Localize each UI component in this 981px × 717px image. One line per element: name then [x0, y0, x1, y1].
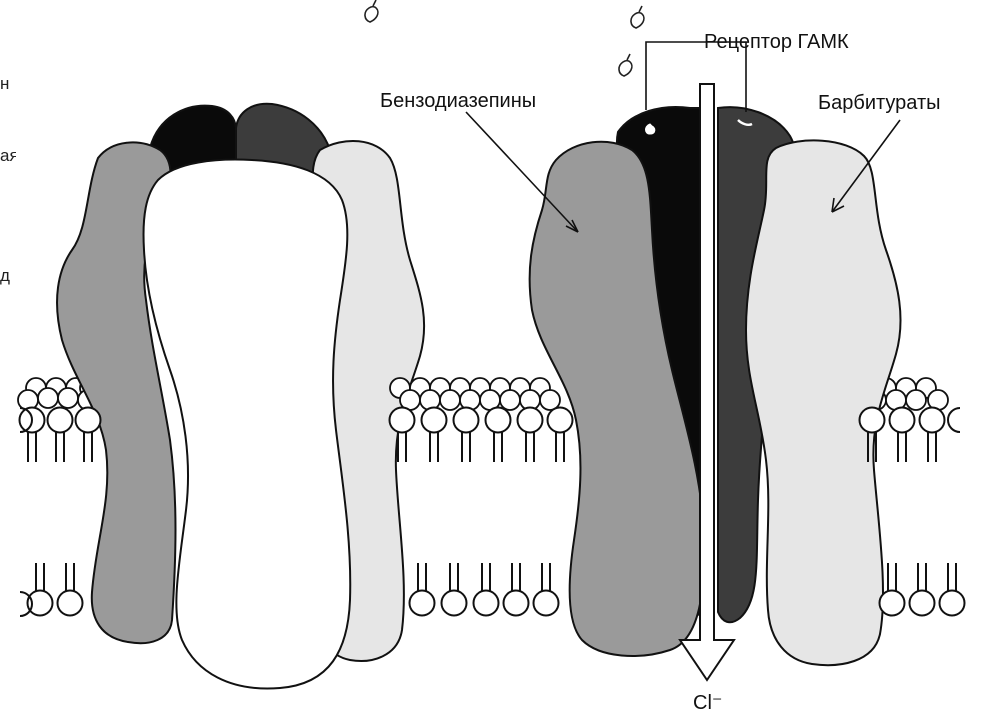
edge-line-1: н	[0, 72, 16, 96]
left-edge-text: н ая д	[0, 24, 16, 312]
right-edge-lipids	[948, 408, 960, 432]
middle-membrane	[390, 378, 573, 616]
gaba-receptor-label: Рецептор ГАМК	[704, 31, 849, 53]
left-edge-lipids	[20, 408, 32, 616]
barbiturates-label: Барбитураты	[818, 92, 941, 114]
right-lightgray-subunit	[746, 140, 901, 665]
right-membrane-bottom	[880, 563, 965, 616]
middle-membrane-bottom	[410, 563, 559, 616]
middle-membrane-top	[390, 408, 573, 463]
benzodiazepines-label: Бензодиазепины	[380, 90, 536, 112]
left-white-subunit	[144, 160, 351, 689]
middle-membrane-back	[390, 378, 560, 410]
left-membrane-bottom	[28, 563, 83, 616]
chloride-ion-label: Cl⁻	[693, 692, 722, 714]
left-receptor	[18, 104, 424, 689]
gaba-ligand-1	[365, 0, 378, 22]
gaba-ligand-3	[619, 54, 632, 76]
edge-line-2: ая	[0, 144, 16, 168]
right-receptor	[530, 84, 965, 680]
gaba-ligand-2	[631, 6, 644, 28]
edge-line-4: д	[0, 264, 16, 288]
